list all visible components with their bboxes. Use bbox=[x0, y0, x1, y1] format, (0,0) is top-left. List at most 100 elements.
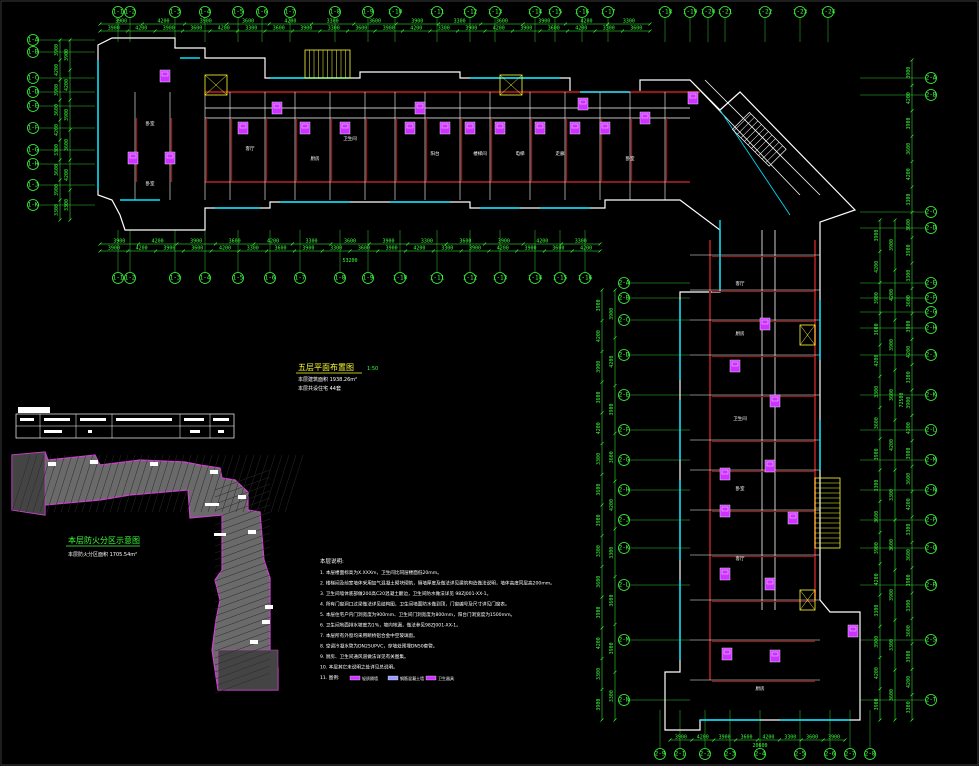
dim-right-3-value: 3900 bbox=[906, 574, 912, 586]
dim-right-3-tick bbox=[910, 83, 914, 88]
fire-zone-hatch bbox=[214, 476, 271, 498]
dim-left-upper-1-value: 3600 bbox=[54, 104, 60, 116]
dim-right-1-value: 3900 bbox=[874, 448, 880, 460]
axis-label-right: 2-F bbox=[926, 295, 937, 302]
sanitary-fixture-detail bbox=[771, 651, 779, 657]
dim-right-1-tick bbox=[878, 530, 882, 535]
axis-label-lower-left: 2-F bbox=[619, 427, 630, 434]
dim-top-2-value: 3600 bbox=[548, 26, 560, 32]
axis-label-upper-bottom: 1-10 bbox=[393, 275, 408, 282]
dim-left-upper-1-value: 3600 bbox=[54, 164, 60, 176]
dim-bottom-1-value: 3900 bbox=[382, 239, 394, 245]
dim-top-1-tick bbox=[98, 22, 102, 26]
fire-zone-marker bbox=[250, 640, 258, 644]
axis-bubble-top bbox=[684, 6, 696, 18]
dim-left-lower-1-tick bbox=[600, 534, 604, 538]
dim-bottom-1-tick bbox=[405, 242, 410, 246]
legend-label: 卫生器具 bbox=[438, 675, 454, 681]
dim-right-3-tick bbox=[910, 413, 914, 418]
axis-label-upper-bottom: 1-14 bbox=[528, 275, 543, 282]
sanitary-fixture-detail bbox=[689, 93, 697, 99]
fire-zone-marker bbox=[210, 470, 218, 474]
sanitary-fixture-detail bbox=[441, 123, 449, 129]
dim-right-3-value: 3600 bbox=[906, 473, 912, 485]
dim-left-upper-2-tick bbox=[68, 98, 72, 102]
dimension-layer: 3900 4200 3900 3600 4200 3300 3600 3900 3300 3600… bbox=[54, 19, 914, 749]
dim-left-upper-1-tick bbox=[58, 158, 62, 162]
axis-bubble-top bbox=[124, 6, 136, 18]
dim-bottom-2-value: 4200 bbox=[136, 246, 148, 252]
axis-bubble-top bbox=[232, 6, 244, 18]
axis-bubble-bottom bbox=[824, 748, 836, 760]
axis-bubble-lower-left bbox=[618, 424, 630, 436]
axis-bubble-bottom bbox=[699, 748, 711, 760]
plan-title: 五层平面布置图 bbox=[298, 362, 354, 372]
dim-right-3-tick bbox=[910, 388, 914, 392]
note-item: 5. 本层住宅户内门洞宽度为900mm、卫生间门洞宽度为800mm，阳台门洞宽度… bbox=[320, 611, 515, 618]
dim-bottom-1-tick bbox=[290, 242, 295, 246]
axis-bubble-bottom bbox=[794, 748, 806, 760]
dim-right-1-value: 3900 bbox=[874, 292, 880, 304]
dim-top-1-value: 3300 bbox=[623, 19, 635, 25]
dim-left-upper-2-tick bbox=[68, 38, 72, 42]
dim-bottom-1-value: 4200 bbox=[152, 239, 164, 245]
dim-bottom-1-value: 3300 bbox=[421, 239, 433, 245]
axis-label-right: 2-E bbox=[926, 280, 937, 287]
sanitary-fixture-detail bbox=[721, 469, 729, 475]
dim-right-1-tick bbox=[878, 312, 882, 316]
note-item: 7. 本层所有外窗均采用断桥铝合金中空玻璃窗。 bbox=[320, 632, 418, 639]
sanitary-fixture-detail bbox=[579, 99, 587, 105]
dim-top-1-value: 3900 bbox=[115, 19, 127, 25]
dim-top-2-value: 3300 bbox=[603, 26, 615, 32]
stair-diagonal-tread bbox=[761, 141, 780, 160]
axis-bubble-right bbox=[925, 514, 937, 526]
dim-bottom-right-value: 3900 bbox=[719, 735, 731, 741]
dim-left-lower-2-tick bbox=[613, 431, 617, 436]
sanitary-fixture-detail bbox=[406, 123, 414, 129]
axis-label-left: 1-H bbox=[28, 161, 39, 168]
axis-label-bottom: 2-8 bbox=[865, 751, 876, 758]
dim-right-3-value: 3900 bbox=[906, 397, 912, 409]
axis-bubble-bottom bbox=[674, 748, 686, 760]
axis-label-upper-bottom: 1-1 bbox=[113, 275, 124, 282]
fire-zone-hatch-end bbox=[11, 451, 46, 516]
note-item: 1. 本层楼面标高为X.XXXm，卫生间比同层楼面低20mm。 bbox=[320, 569, 442, 576]
axis-label-bottom: 2-1 bbox=[675, 751, 686, 758]
dim-left-upper-1-tick bbox=[58, 38, 62, 42]
fire-zone-hatch bbox=[25, 454, 45, 513]
dim-right-2-tick bbox=[893, 418, 897, 422]
axis-bubble-lower-left bbox=[618, 349, 630, 361]
axis-bubble-lower-left bbox=[618, 277, 630, 289]
axis-bubble-right bbox=[925, 484, 937, 496]
axis-bubble-upper-bottom bbox=[199, 272, 211, 284]
axis-bubble-top bbox=[576, 6, 588, 18]
axis-label-left: 1-K bbox=[28, 202, 39, 209]
dim-left-lower-1-tick bbox=[600, 319, 604, 323]
sanitary-fixture-detail bbox=[789, 513, 797, 519]
fire-zone-hatch bbox=[46, 454, 66, 513]
fire-zone-hatch bbox=[53, 454, 73, 513]
fire-zone-hatch bbox=[214, 588, 271, 610]
axis-bubble-left bbox=[27, 179, 39, 191]
zone-area: 本层防火分区面积 1705.54m² bbox=[68, 551, 137, 558]
dim-bottom-2-tick bbox=[514, 249, 519, 253]
dim-left-lower-1-value: 3600 bbox=[596, 576, 602, 588]
axis-bubble-top bbox=[329, 6, 341, 18]
dim-right-1-tick bbox=[878, 249, 882, 253]
axis-bubble-top bbox=[759, 6, 771, 18]
dim-left-upper-1-tick bbox=[58, 198, 62, 202]
dim-top-2-tick bbox=[290, 29, 295, 33]
room-label: 卧室 bbox=[146, 180, 155, 187]
dim-left-upper-1-tick bbox=[58, 178, 62, 182]
axis-bubble-top bbox=[464, 6, 476, 18]
axis-label-top: 1-10 bbox=[388, 9, 403, 16]
fire-zone-hatch bbox=[193, 454, 213, 513]
legend-swatch bbox=[387, 675, 399, 681]
dim-right-2-tick bbox=[893, 618, 897, 622]
fire-zone-hatch bbox=[214, 504, 271, 526]
dim-bottom-2-tick bbox=[264, 249, 269, 253]
room-label: 客厅 bbox=[736, 280, 745, 287]
sanitary-fixture-detail bbox=[723, 649, 731, 655]
dim-right-3-value: 3600 bbox=[906, 295, 912, 307]
dim-right-3-tick bbox=[910, 439, 914, 443]
